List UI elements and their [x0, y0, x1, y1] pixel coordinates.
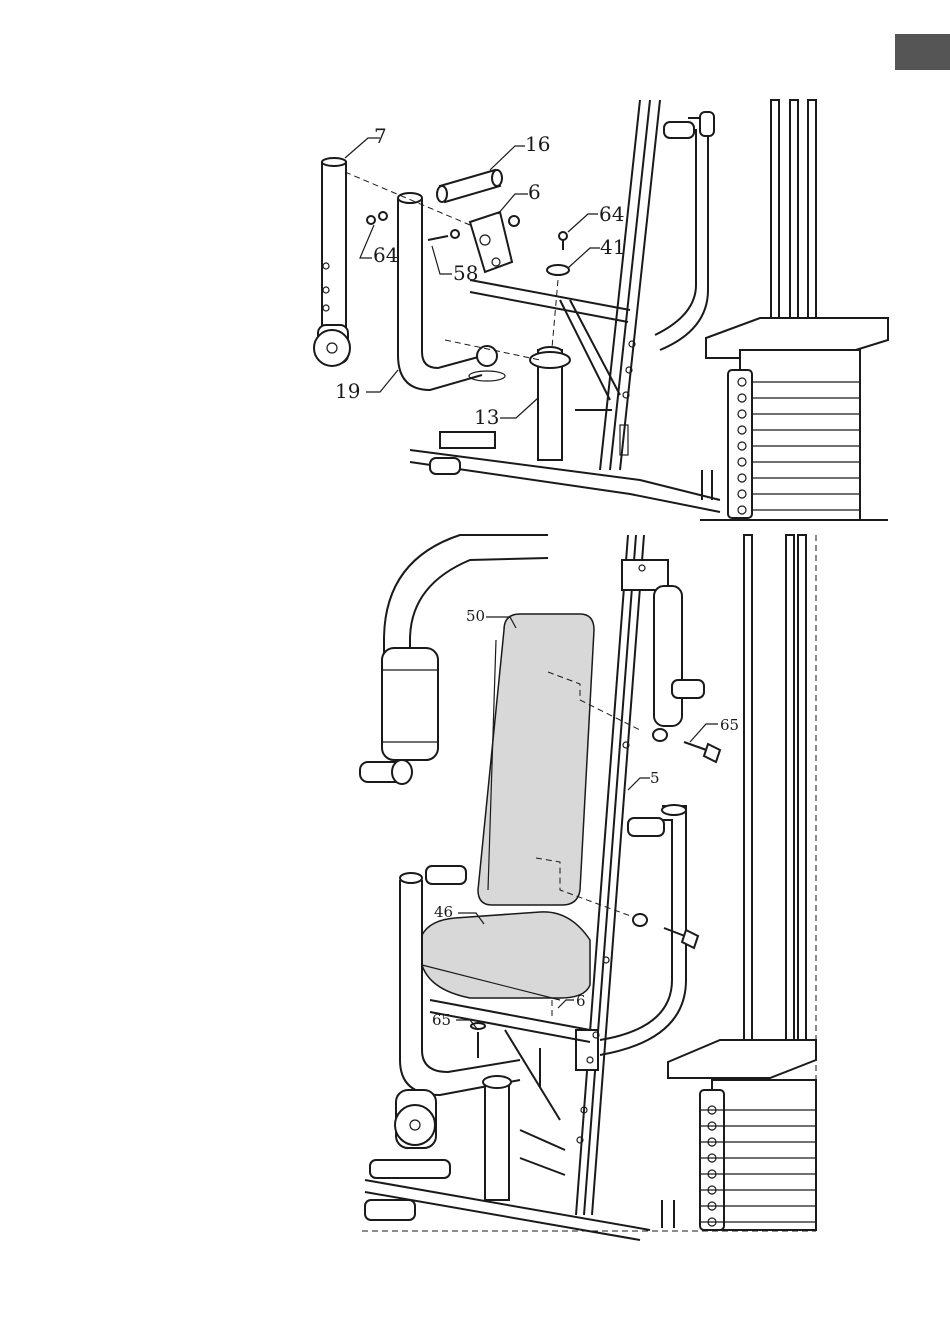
base-frame [365, 1160, 674, 1240]
callout-41: 41 [600, 235, 625, 259]
callout-46: 46 [434, 903, 453, 921]
callout-64-right: 64 [599, 202, 624, 226]
weight-stack-bottom [668, 535, 816, 1230]
callout-13: 13 [474, 405, 499, 429]
bottom-assembly-diagram: 50 65 5 46 6 65 [360, 535, 816, 1240]
callout-19: 19 [335, 379, 360, 403]
callout-58: 58 [453, 261, 478, 285]
callout-65-lower: 65 [432, 1011, 451, 1029]
callout-50: 50 [466, 607, 485, 625]
part-7-tube [314, 158, 350, 366]
right-arms [600, 586, 704, 1055]
top-assembly-diagram: 7 16 6 64 41 64 58 19 13 [314, 100, 888, 520]
callout-6: 6 [528, 180, 541, 204]
callout-16: 16 [525, 132, 550, 156]
callout-7: 7 [374, 124, 387, 148]
callout-64-left: 64 [373, 243, 398, 267]
callout-5: 5 [650, 769, 660, 787]
callout-65-upper: 65 [720, 716, 739, 734]
bolts-65 [633, 729, 720, 948]
part-16-roller [437, 170, 502, 202]
callout-6-bottom: 6 [576, 992, 586, 1010]
weight-stack-top [700, 100, 888, 520]
main-frame-top [410, 100, 720, 512]
center-post [430, 1000, 590, 1200]
part-50-backrest [478, 614, 640, 918]
